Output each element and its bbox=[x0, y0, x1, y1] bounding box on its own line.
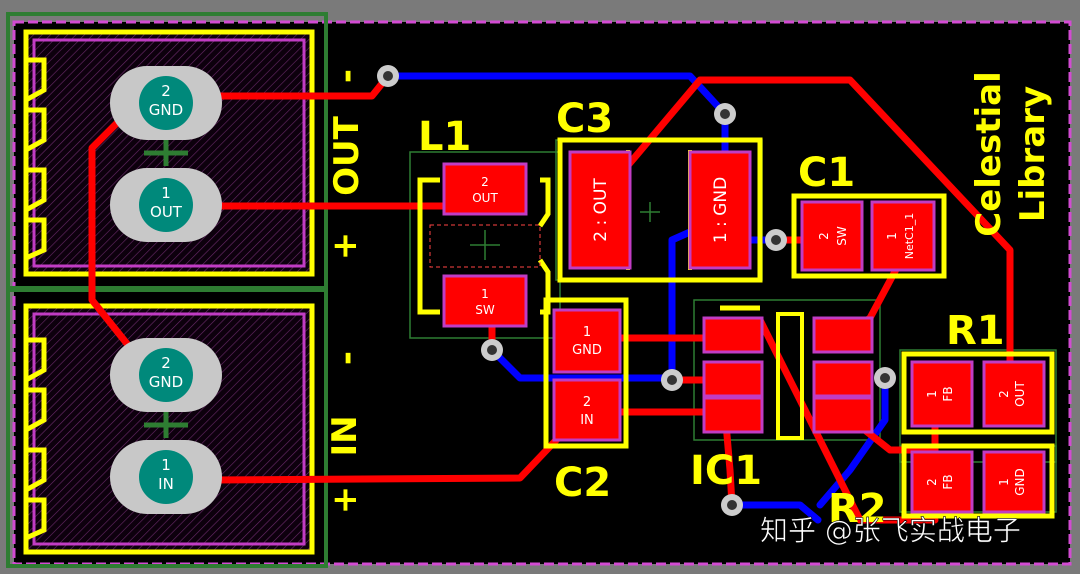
pad-net: SW bbox=[835, 226, 849, 246]
pad-net: SW bbox=[475, 303, 495, 317]
designator-ic1: IC1 bbox=[690, 448, 762, 494]
pad-label: 2 : OUT bbox=[591, 178, 611, 242]
out-plus-label: + bbox=[325, 232, 365, 261]
pad-number: 2 bbox=[161, 354, 171, 372]
pad-net: GND bbox=[1013, 468, 1027, 496]
inductor-l1: 2 OUT 1 SW bbox=[417, 162, 551, 328]
pad-net: OUT bbox=[472, 191, 498, 205]
pad-net: NetC1_1 bbox=[903, 213, 916, 260]
pad-net: GND bbox=[149, 101, 183, 119]
connector-keying-marks bbox=[144, 140, 188, 438]
connector-pad-out-gnd: 2 GND bbox=[110, 66, 222, 140]
out-minus-label: - bbox=[327, 69, 367, 83]
connector-pad-out-out: 1 OUT bbox=[110, 168, 222, 242]
silkscreen-labels: - OUT + - IN + L1 C3 C1 C2 R1 R2 IC1 Cel… bbox=[325, 69, 1053, 532]
designator-r1: R1 bbox=[946, 308, 1005, 354]
out-connector-label: OUT bbox=[327, 115, 367, 196]
pad-number: 2 bbox=[925, 478, 939, 486]
watermark-text: 知乎 @张飞实战电子 bbox=[760, 514, 1021, 547]
pad-number: 2 bbox=[817, 232, 831, 240]
pad-net: GND bbox=[149, 373, 183, 391]
pad-number: 1 bbox=[997, 478, 1011, 486]
board-name-line1: Celestial bbox=[969, 71, 1009, 236]
pad-number: 2 bbox=[481, 175, 489, 189]
designator-c2: C2 bbox=[554, 460, 611, 506]
pad-net: OUT bbox=[150, 203, 183, 221]
connector-pad-in-gnd: 2 GND bbox=[110, 338, 222, 412]
pad-number: 1 bbox=[925, 390, 939, 398]
pad-net: FB bbox=[941, 474, 955, 489]
ic-ic1 bbox=[702, 305, 874, 440]
pad-number: 2 bbox=[997, 390, 1011, 398]
board-name-line2: Library bbox=[1013, 86, 1053, 222]
designator-c3: C3 bbox=[556, 96, 613, 142]
pad-net: IN bbox=[158, 475, 174, 493]
pad-net: OUT bbox=[1013, 381, 1027, 407]
designator-c1: C1 bbox=[798, 150, 855, 196]
in-connector-label: IN bbox=[325, 415, 365, 456]
pad-net: FB bbox=[941, 386, 955, 401]
resistor-r1: 1 FB 2 OUT bbox=[901, 351, 1055, 435]
in-minus-label: - bbox=[327, 351, 367, 365]
pad-number: 1 bbox=[161, 456, 171, 474]
pad-number: 1 bbox=[583, 325, 591, 340]
pad-net: IN bbox=[580, 413, 594, 428]
pad-number: 1 bbox=[481, 287, 489, 301]
connector-pad-in-in: 1 IN bbox=[110, 440, 222, 514]
designator-r2: R2 bbox=[828, 486, 887, 532]
capacitor-c1: 2 SW 1 NetC1_1 bbox=[791, 193, 947, 279]
pad-number: 2 bbox=[583, 395, 591, 410]
resistor-r2: 2 FB 1 GND bbox=[901, 443, 1055, 519]
pad-number: 2 bbox=[161, 82, 171, 100]
designator-l1: L1 bbox=[418, 114, 471, 160]
in-plus-label: + bbox=[325, 486, 365, 515]
pad-number: 1 bbox=[161, 184, 171, 202]
capacitor-c3: 2 : OUT 1 : GND bbox=[557, 137, 763, 283]
pad-net: GND bbox=[572, 343, 602, 358]
vias bbox=[377, 65, 896, 516]
capacitor-c2: 1 GND 2 IN bbox=[543, 297, 629, 449]
pad-label: 1 : GND bbox=[711, 177, 731, 243]
pad-number: 1 bbox=[885, 232, 899, 240]
